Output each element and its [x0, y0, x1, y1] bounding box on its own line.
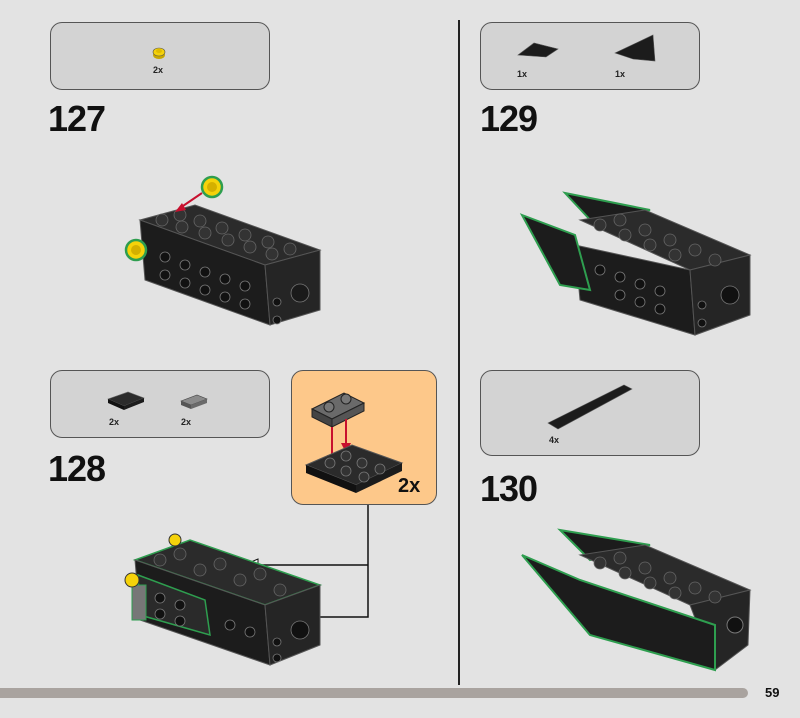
black-wedge-right-icon: [614, 34, 656, 62]
yellow-round-plate: [124, 175, 224, 262]
yellow-round-plate-icon: [152, 47, 166, 59]
part-qty: 2x: [109, 417, 120, 427]
step-number-130: 130: [480, 468, 538, 509]
column-divider: [458, 20, 460, 685]
callout-qty: 2x: [398, 475, 421, 497]
black-slope-long-icon: [547, 384, 633, 430]
step-number-128: 128: [48, 448, 106, 489]
black-wedge-left-icon: [517, 42, 559, 58]
part-qty: 4x: [549, 435, 560, 445]
progress-bar: [0, 688, 748, 698]
step-number-127: 127: [48, 98, 106, 139]
part-qty: 2x: [153, 65, 164, 75]
model-step-130: [521, 528, 752, 672]
black-plate-2x3-icon: [107, 391, 145, 410]
parts-box-128: 2x 2x: [50, 370, 270, 438]
parts-box-127: 2x: [50, 22, 270, 90]
model-step-128: [124, 533, 323, 666]
red-arrow: [179, 192, 203, 209]
parts-box-129: 1x 1x: [480, 22, 700, 90]
page-number: 59: [765, 685, 780, 700]
gray-plate-1x2-icon: [180, 394, 208, 409]
sub-step-callout: 2x: [291, 370, 437, 505]
step-number-129: 129: [480, 98, 538, 139]
part-qty: 1x: [615, 69, 626, 79]
part-qty: 1x: [517, 69, 528, 79]
model-step-127: [124, 175, 322, 326]
parts-box-130: 4x: [480, 370, 700, 456]
part-qty: 2x: [181, 417, 192, 427]
model-step-129: [519, 191, 752, 336]
sub-assembly-illustration: [304, 392, 404, 493]
